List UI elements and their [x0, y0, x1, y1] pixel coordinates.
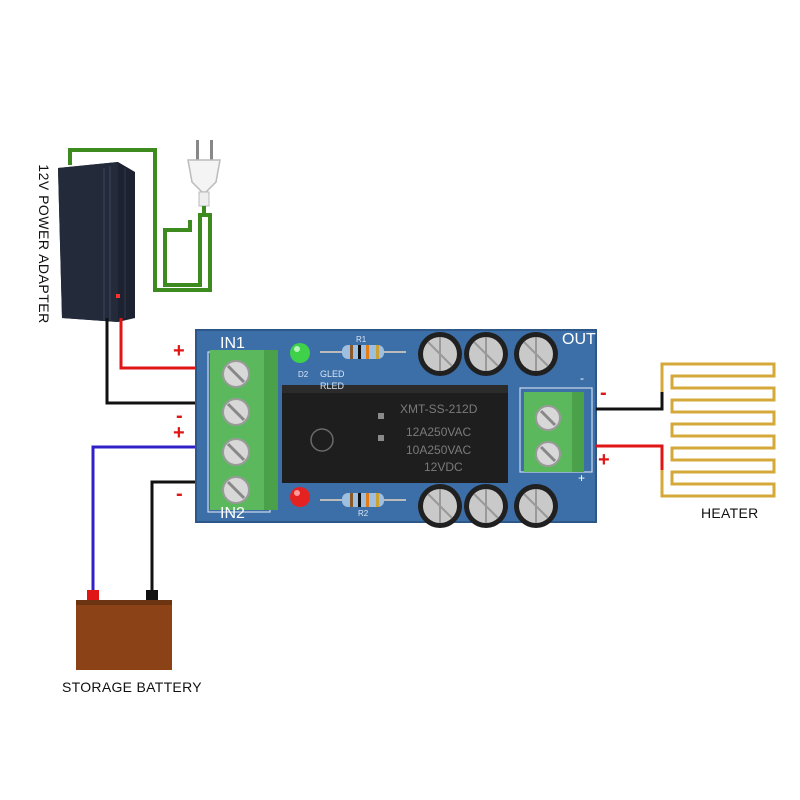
terminal-screw-3 — [222, 438, 250, 466]
d2-label: D2 — [298, 370, 309, 379]
in2-label: IN2 — [220, 505, 245, 522]
relay-model: XMT-SS-212D — [400, 402, 478, 416]
input-terminal-block — [210, 350, 278, 510]
output-screw-1 — [535, 405, 561, 431]
gled-label: GLED — [320, 369, 345, 379]
battery-wires — [91, 445, 196, 595]
out-label: OUT — [562, 331, 596, 348]
relay-rating-2: 10A250VAC — [406, 443, 471, 457]
power-adapter-label: 12V POWER ADAPTER — [36, 164, 52, 324]
relay — [282, 385, 508, 483]
capacitor-bottom-3 — [514, 484, 558, 528]
capacitor-top-2 — [464, 332, 508, 376]
terminal-screw-4 — [222, 476, 250, 504]
heater-element — [660, 362, 776, 498]
resistor-r1 — [320, 345, 406, 359]
out-minus-sign: - — [600, 382, 607, 404]
in1-plus-sign: + — [173, 340, 185, 362]
out-minus-mark: - — [580, 371, 584, 385]
capacitor-bottom-2 — [464, 484, 508, 528]
output-terminal-block — [524, 392, 584, 472]
terminal-screw-1 — [222, 360, 250, 388]
in2-minus-sign: - — [176, 483, 183, 505]
out-plus-mark: + — [578, 471, 585, 485]
in2-plus-sign: + — [173, 422, 185, 444]
terminal-screw-2 — [222, 398, 250, 426]
power-plug-icon — [187, 140, 221, 216]
rled-label: RLED — [320, 381, 345, 391]
green-led-icon — [290, 343, 310, 363]
heater-label: HEATER — [701, 505, 759, 521]
in1-label: IN1 — [220, 335, 245, 352]
adapter-output-wires — [105, 318, 196, 405]
output-screw-2 — [535, 441, 561, 467]
heater-wires — [596, 392, 664, 470]
r1-label: R1 — [356, 335, 367, 344]
out-plus-sign: + — [598, 449, 610, 471]
in1-minus-sign: - — [176, 405, 183, 427]
storage-battery-label: STORAGE BATTERY — [62, 679, 202, 695]
capacitor-top-3 — [514, 332, 558, 376]
adapter-indicator-led — [116, 294, 120, 298]
red-led-icon — [290, 487, 310, 507]
r2-label: R2 — [358, 509, 369, 518]
relay-coil: 12VDC — [424, 460, 463, 474]
resistor-r2 — [320, 493, 406, 507]
storage-battery — [76, 590, 172, 670]
power-adapter — [58, 162, 135, 322]
capacitor-top-1 — [418, 332, 462, 376]
capacitor-bottom-1 — [418, 484, 462, 528]
relay-rating-1: 12A250VAC — [406, 425, 471, 439]
